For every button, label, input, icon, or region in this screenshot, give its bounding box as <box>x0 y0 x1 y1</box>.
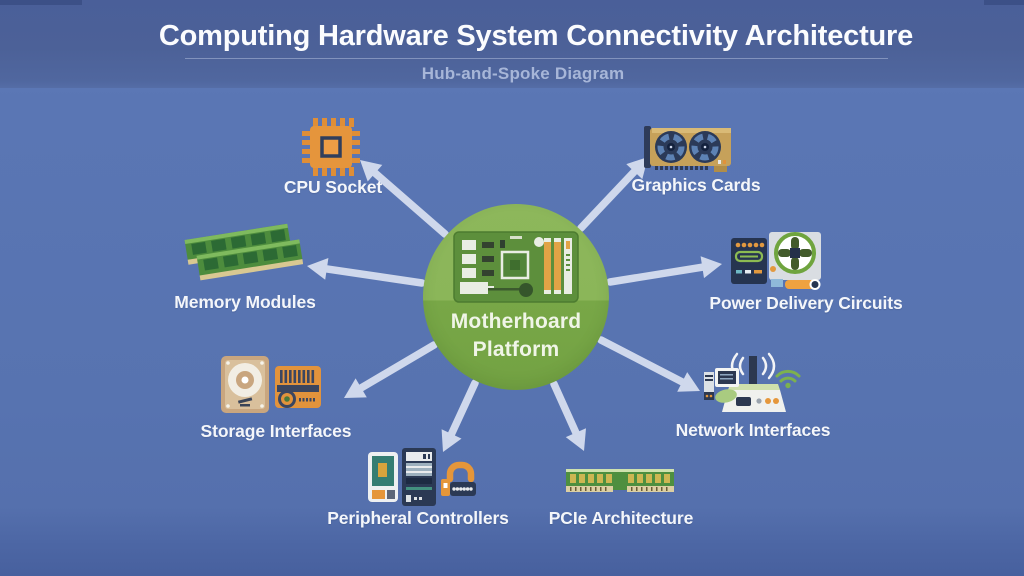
diagram-title: Computing Hardware System Connectivity A… <box>158 20 914 52</box>
top-left-accent-strip <box>0 0 82 5</box>
node-label-pcie-architecture: PCIe Architecture <box>548 508 694 528</box>
hard-drive-icon <box>221 356 321 413</box>
node-label-cpu-socket: CPU Socket <box>283 177 383 197</box>
node-label-network-interfaces: Network Interfaces <box>675 420 831 440</box>
node-label-graphics-cards: Graphics Cards <box>631 175 761 195</box>
header-band: Computing Hardware System Connectivity A… <box>0 0 1024 88</box>
spoke-arrow-graphics-cards <box>577 157 648 232</box>
power-supply-icon <box>731 232 821 290</box>
spoke-arrow-pcie-architecture <box>550 380 586 451</box>
top-right-accent-strip <box>984 0 1024 5</box>
spoke-arrow-storage-interfaces <box>344 341 438 398</box>
spoke-arrow-network-interfaces <box>597 336 700 392</box>
peripheral-devices-icon <box>368 448 476 506</box>
hub-label-line2: Platform <box>472 338 560 361</box>
gpu-card-icon <box>644 126 731 172</box>
router-wifi-icon <box>704 352 801 412</box>
diagram-subtitle: Hub-and-Spoke Diagram <box>421 64 625 83</box>
hub-label-line1: Motherhoard <box>450 310 582 333</box>
spoke-arrow-power-delivery <box>606 256 722 286</box>
motherboard-illustration <box>453 231 579 303</box>
node-label-peripheral-controllers: Peripheral Controllers <box>327 508 509 528</box>
node-label-power-delivery-circuits: Power Delivery Circuits <box>709 293 903 313</box>
spoke-arrow-memory-modules <box>307 258 426 287</box>
node-label-storage-interfaces: Storage Interfaces <box>200 421 352 441</box>
title-divider <box>185 58 888 59</box>
hub-circle: Motherhoard Platform <box>423 204 609 390</box>
spoke-arrow-cpu-socket <box>360 160 449 238</box>
ram-sticks-icon <box>184 223 303 281</box>
cpu-chip-icon <box>302 118 360 176</box>
spoke-arrow-peripheral-controllers <box>441 379 479 452</box>
node-label-memory-modules: Memory Modules <box>174 292 316 312</box>
pcie-slot-icon <box>566 469 674 492</box>
